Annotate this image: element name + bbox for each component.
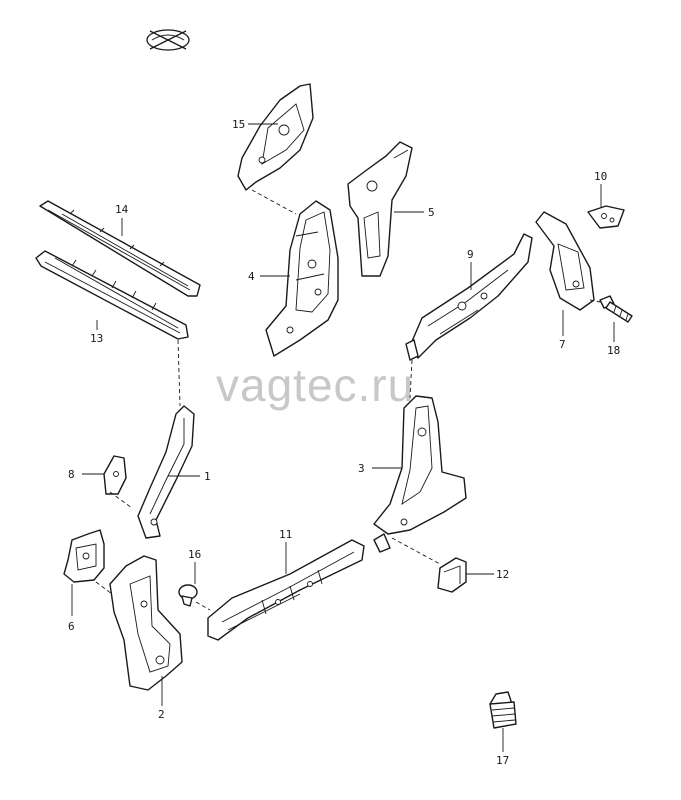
callout-12: 12 — [496, 568, 509, 581]
callout-13: 13 — [90, 332, 103, 345]
callout-8: 8 — [68, 468, 75, 481]
part-18-bolt — [599, 295, 633, 323]
callout-17: 17 — [496, 754, 509, 767]
part-10-plate — [587, 205, 625, 229]
part-7-rear-bracket — [535, 211, 595, 311]
callout-14: 14 — [115, 203, 129, 216]
part-2-pillar-lower — [109, 555, 183, 691]
callouts: 1 2 3 4 5 6 7 8 9 10 11 12 13 14 15 16 1… — [68, 118, 620, 767]
callout-9: 9 — [467, 248, 474, 261]
callout-11: 11 — [279, 528, 292, 541]
part-5-pillar-bracket — [347, 141, 413, 277]
callout-10: 10 — [594, 170, 607, 183]
part-15-inner-panel — [237, 83, 314, 191]
leader-lines — [71, 123, 615, 752]
part-12-clip — [437, 557, 467, 593]
part-8-bracket — [103, 455, 127, 495]
callout-7: 7 — [559, 338, 566, 351]
callout-4: 4 — [248, 270, 255, 283]
part-9-rear-rail — [405, 233, 533, 361]
part-14-roof-bow — [39, 200, 201, 297]
part-11-sill — [207, 539, 365, 641]
part-17-nut — [489, 691, 517, 729]
callout-2: 2 — [158, 708, 165, 721]
part-16-plug — [178, 584, 198, 607]
part-6-front-bracket — [63, 529, 105, 583]
callout-1: 1 — [204, 470, 211, 483]
vw-crossed-oval-icon — [146, 29, 190, 51]
callout-5: 5 — [428, 206, 435, 219]
callout-6: 6 — [68, 620, 75, 633]
callout-3: 3 — [358, 462, 365, 475]
callout-16: 16 — [188, 548, 201, 561]
part-3-center-pillar — [373, 395, 467, 553]
callout-18: 18 — [607, 344, 620, 357]
part-4-pillar-inner — [265, 200, 339, 357]
callout-15: 15 — [232, 118, 245, 131]
part-13-roof-bow — [35, 250, 189, 340]
assembly-lines — [95, 189, 601, 611]
watermark: vagtec.ru — [216, 359, 414, 411]
part-1-a-pillar — [137, 405, 195, 539]
